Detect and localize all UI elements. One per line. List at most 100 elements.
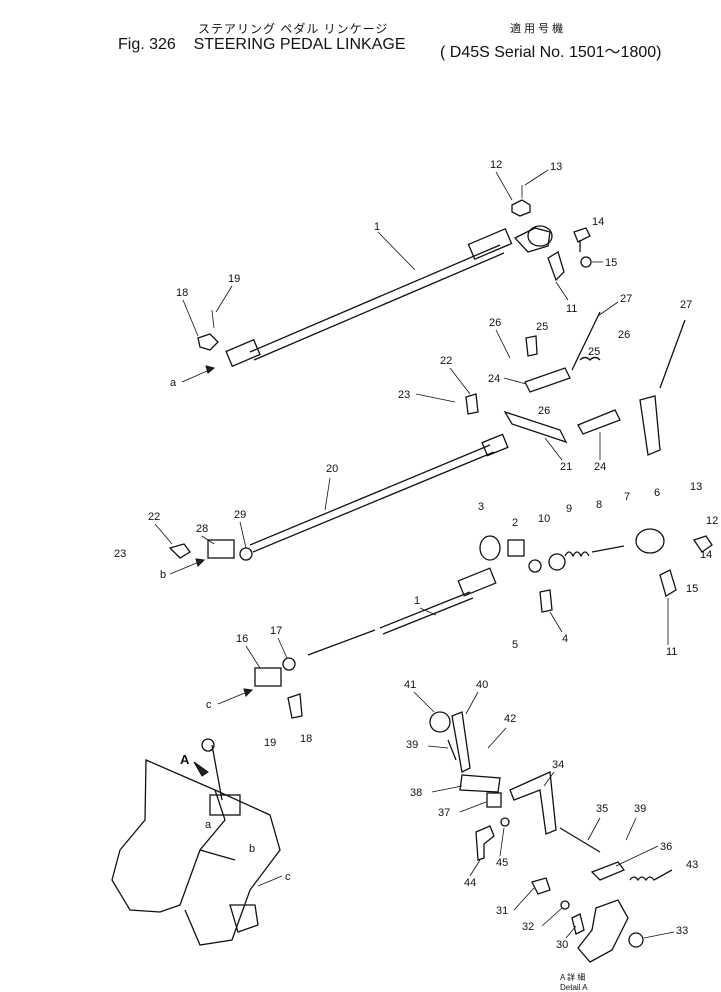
part-label-26c: 26 <box>538 405 550 417</box>
callout-c-upper: c <box>206 699 212 711</box>
callout-a-lower: a <box>205 819 212 831</box>
part-label-6: 6 <box>654 487 660 499</box>
japanese-title: ステアリング ペダル リンケージ <box>198 22 389 36</box>
clevis-2 <box>507 539 525 557</box>
bracket-34 <box>509 771 557 835</box>
threaded-rod <box>307 629 376 656</box>
part-label-12a: 12 <box>490 159 502 171</box>
applicability-note: 適 用 号 機 ( D45S Serial No. 1501～1800) <box>440 20 661 62</box>
lever-40 <box>451 711 471 773</box>
clevis-16 <box>254 667 282 687</box>
pin-25a <box>525 335 538 357</box>
lower-rod <box>379 567 497 635</box>
washer-32 <box>560 900 570 910</box>
callout-markers: a b c A a b c <box>160 365 291 887</box>
part-label-34: 34 <box>552 759 564 771</box>
part-label-23a: 23 <box>398 389 410 401</box>
spring-8 <box>564 551 590 558</box>
part-label-44: 44 <box>464 877 476 889</box>
bracket-24a <box>524 367 571 393</box>
part-label-14a: 14 <box>592 216 604 228</box>
bolt-31 <box>531 877 551 895</box>
callout-A: A <box>180 752 190 767</box>
figure-title: Fig. 326 STEERING PEDAL LINKAGE <box>118 36 406 54</box>
pin-39 <box>447 739 457 761</box>
callout-b-lower: b <box>249 843 255 855</box>
lever-36 <box>590 861 626 881</box>
part-label-15b: 15 <box>686 583 698 595</box>
part-label-22b: 22 <box>148 511 160 523</box>
nut-10 <box>528 559 542 573</box>
part-label-27a: 27 <box>620 293 632 305</box>
part-label-28: 28 <box>196 523 208 535</box>
part-label-29: 29 <box>234 509 246 521</box>
part-label-40: 40 <box>476 679 488 691</box>
part-label-36: 36 <box>660 841 672 853</box>
fig-label: Fig. 326 <box>118 36 176 53</box>
washer-45 <box>500 817 510 827</box>
part-label-16: 16 <box>236 633 248 645</box>
part-label-18a: 18 <box>176 287 188 299</box>
part-label-39b: 39 <box>634 803 646 815</box>
part-label-18b: 18 <box>300 733 312 745</box>
bracket-24b <box>577 409 621 435</box>
part-label-7: 7 <box>624 491 630 503</box>
part-label-10: 10 <box>538 513 550 525</box>
bolt-44 <box>475 825 495 861</box>
part-label-42: 42 <box>504 713 516 725</box>
nut-33 <box>628 932 644 948</box>
part-label-38: 38 <box>410 787 422 799</box>
part-label-1b: 1 <box>414 595 420 607</box>
knob-41 <box>429 711 451 733</box>
part-label-26a: 26 <box>489 317 501 329</box>
callout-b-upper: b <box>160 569 166 581</box>
part-label-31: 31 <box>496 905 508 917</box>
part-label-24a: 24 <box>488 373 500 385</box>
shaft-35 <box>559 827 601 853</box>
nut-15 <box>580 256 592 268</box>
callout-a-upper: a <box>170 377 177 389</box>
model-serial: D45S Serial No. 1501～1800 <box>449 44 657 61</box>
yoke-11b <box>659 569 677 597</box>
clevis-28 <box>207 539 235 559</box>
part-label-4: 4 <box>562 633 568 645</box>
washer-9 <box>548 553 566 571</box>
bushing-37 <box>486 792 502 808</box>
spring-27a <box>571 311 601 371</box>
plate-38 <box>459 774 501 793</box>
part-label-21: 21 <box>560 461 572 473</box>
part-label-13b: 13 <box>690 481 702 493</box>
bolt-7 <box>591 545 625 553</box>
part-label-20: 20 <box>326 463 338 475</box>
part-label-39a: 39 <box>406 739 418 751</box>
callout-c-lower: c <box>285 871 291 883</box>
upper-rod <box>225 225 553 368</box>
nut-17 <box>282 657 296 671</box>
key-30 <box>571 913 585 935</box>
spring-43 <box>629 869 673 882</box>
part-label-11b: 11 <box>666 646 677 658</box>
part-label-41: 41 <box>404 679 416 691</box>
part-label-43: 43 <box>686 859 698 871</box>
part-label-15a: 15 <box>605 257 617 269</box>
part-label-33: 33 <box>676 925 688 937</box>
english-title: STEERING PEDAL LINKAGE <box>193 36 406 53</box>
pin-4 <box>539 589 553 613</box>
spring-27b <box>659 319 686 389</box>
pin-12 <box>511 185 531 217</box>
part-label-30: 30 <box>556 939 568 951</box>
part-label-12b: 12 <box>706 515 718 527</box>
part-label-19a: 19 <box>228 273 240 285</box>
applicable-jp: 適 用 号 機 <box>510 23 564 35</box>
part-label-45: 45 <box>496 857 508 869</box>
part-label-1a: 1 <box>374 221 380 233</box>
pin-18b <box>287 693 303 719</box>
socket-6 <box>635 528 665 554</box>
part-label-25b: 25 <box>588 346 600 358</box>
plate-21 <box>503 410 568 444</box>
part-label-27b: 27 <box>680 299 692 311</box>
lever-bracket <box>639 395 661 456</box>
boot-3 <box>479 535 501 561</box>
part-label-26b: 26 <box>618 329 630 341</box>
